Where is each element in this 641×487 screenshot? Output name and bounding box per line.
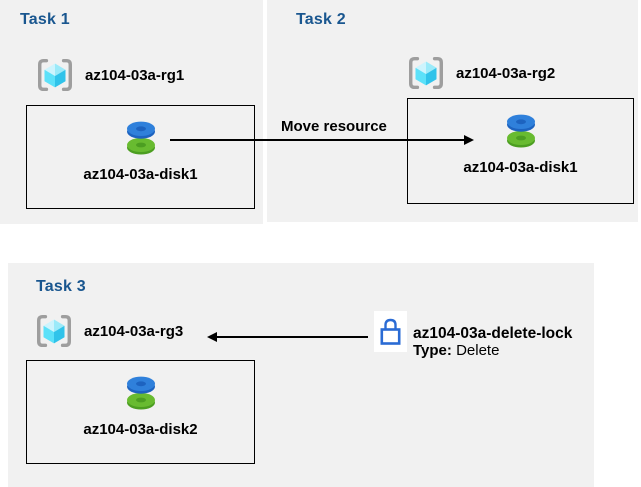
task3-resource-group: az104-03a-rg3: [33, 311, 183, 351]
task2-panel: [267, 0, 638, 222]
lock-arrow-line: [216, 336, 368, 338]
task2-resource-box: az104-03a-disk1: [407, 98, 634, 204]
lock-type-row: Type: Delete: [413, 342, 572, 359]
task2-resource-group: az104-03a-rg2: [405, 53, 555, 93]
task1-resource-group: az104-03a-rg1: [34, 55, 184, 95]
task1-resource-box: az104-03a-disk1: [26, 105, 255, 209]
move-arrow-label: Move resource: [281, 118, 387, 135]
lock-arrowhead-icon: [207, 332, 217, 342]
move-arrow-line: [170, 139, 464, 141]
lock-annotation: az104-03a-delete-lock Type: Delete: [413, 325, 572, 359]
lock-icon: [374, 311, 407, 352]
task3-title: Task 3: [36, 278, 86, 295]
move-arrowhead-icon: [464, 135, 474, 145]
resource-group-name: az104-03a-rg2: [456, 64, 556, 82]
task1-panel: [0, 0, 263, 224]
lock-type-value: Delete: [451, 342, 500, 359]
disk-icon: [121, 118, 161, 158]
task2-title: Task 2: [296, 11, 346, 28]
lock-name: az104-03a-delete-lock: [413, 325, 573, 342]
resource-group-icon: [34, 55, 76, 95]
resource-group-icon: [405, 53, 447, 93]
resource-name: az104-03a-disk2: [83, 421, 198, 438]
task3-resource-box: az104-03a-disk2: [26, 360, 255, 464]
resource-group-name: az104-03a-rg1: [85, 66, 185, 84]
resource-group-icon: [33, 311, 75, 351]
resource-group-name: az104-03a-rg3: [84, 322, 184, 340]
disk-icon: [501, 111, 541, 151]
resource-name: az104-03a-disk1: [83, 166, 198, 183]
resource-name: az104-03a-disk1: [463, 159, 578, 176]
disk-icon: [121, 373, 161, 413]
lock-type-label: Type:: [413, 342, 452, 359]
task3-panel: [8, 263, 594, 487]
task1-title: Task 1: [20, 11, 70, 28]
